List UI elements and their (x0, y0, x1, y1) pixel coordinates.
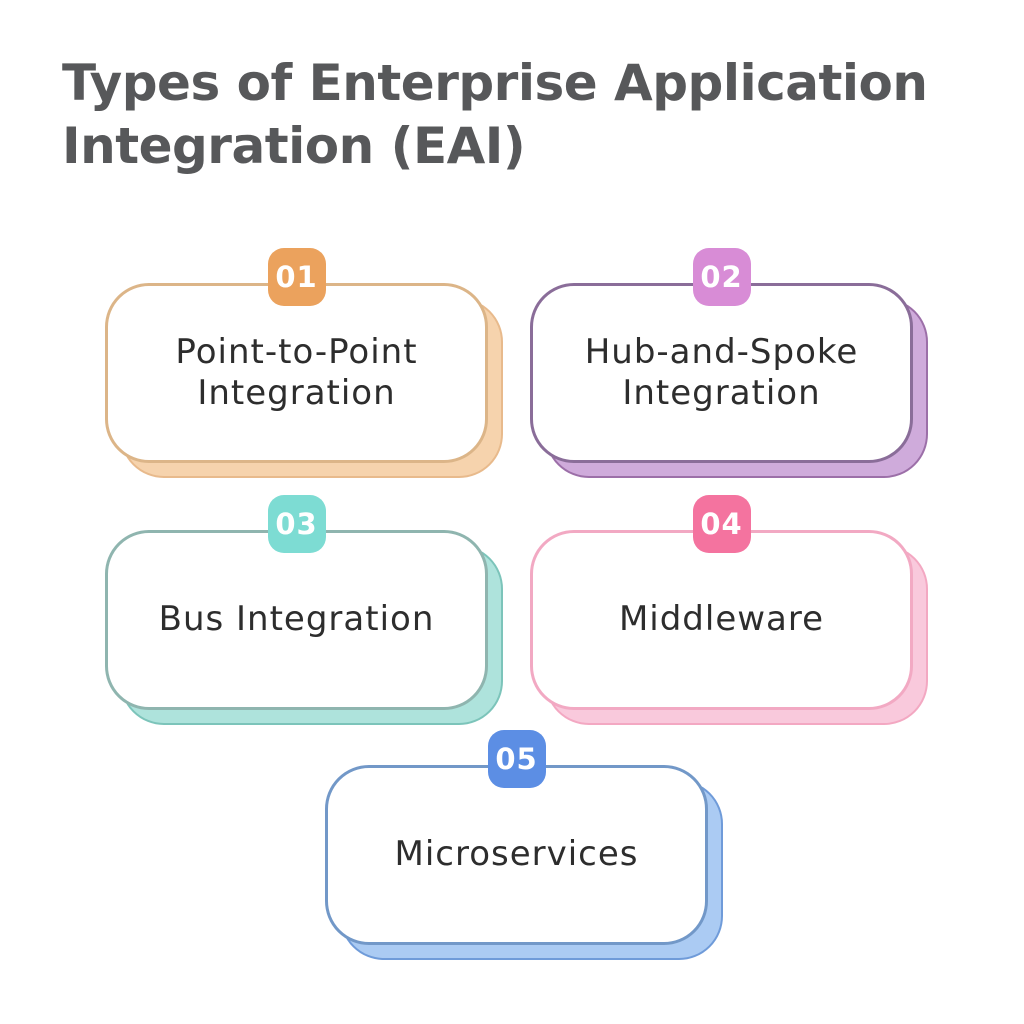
card-number: 04 (700, 507, 743, 541)
eai-card-microservices: Microservices 05 (325, 730, 723, 960)
card-label: Hub-and-Spoke Integration (584, 331, 859, 413)
eai-card-point-to-point: Point-to-Point Integration 01 (105, 248, 503, 478)
card-body: Hub-and-Spoke Integration (530, 283, 913, 463)
page-title: Types of Enterprise Application Integrat… (62, 52, 982, 178)
card-number: 01 (275, 260, 318, 294)
card-body: Microservices (325, 765, 708, 945)
card-label: Point-to-Point Integration (175, 331, 418, 413)
eai-card-bus-integration: Bus Integration 03 (105, 495, 503, 725)
card-number-badge: 02 (692, 248, 751, 306)
card-label: Bus Integration (158, 599, 435, 640)
card-number: 03 (275, 507, 318, 541)
page-title-line-1: Types of Enterprise Application (62, 54, 928, 112)
card-label: Microservices (394, 834, 639, 875)
eai-card-middleware: Middleware 04 (530, 495, 928, 725)
card-body: Point-to-Point Integration (105, 283, 488, 463)
card-number: 05 (495, 742, 538, 776)
card-number-badge: 01 (267, 248, 326, 306)
page-title-line-2: Integration (EAI) (62, 117, 526, 175)
card-number-badge: 05 (487, 730, 546, 788)
card-label: Middleware (618, 599, 825, 640)
card-number: 02 (700, 260, 743, 294)
card-number-badge: 04 (692, 495, 751, 553)
card-body: Middleware (530, 530, 913, 710)
card-body: Bus Integration (105, 530, 488, 710)
card-number-badge: 03 (267, 495, 326, 553)
eai-card-hub-and-spoke: Hub-and-Spoke Integration 02 (530, 248, 928, 478)
